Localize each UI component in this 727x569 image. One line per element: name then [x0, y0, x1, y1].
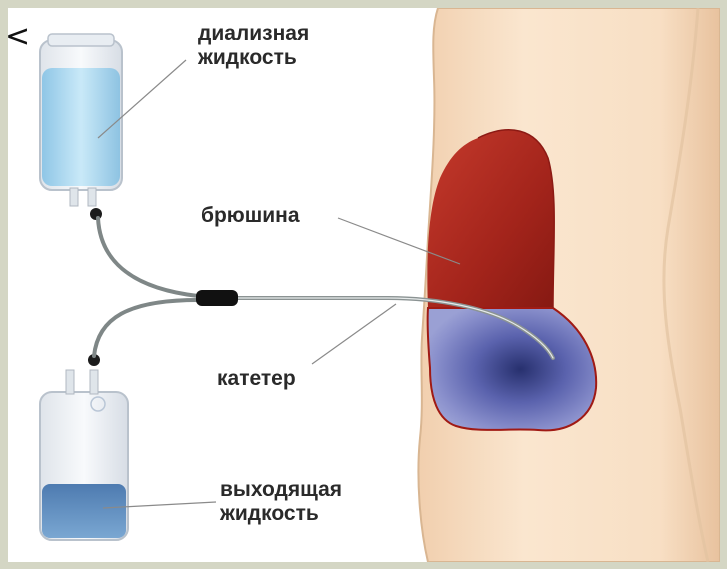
tube-connector: [196, 290, 238, 306]
diagram-frame: <: [8, 8, 720, 562]
label-outflow-fluid-line2: жидкость: [220, 502, 342, 526]
leader-line-catheter: [312, 304, 396, 364]
dialysis-illustration: [8, 8, 720, 562]
label-outflow-fluid: выходящая жидкость: [220, 478, 342, 526]
abdominal-fluid: [428, 308, 597, 430]
label-outflow-fluid-line1: выходящая: [220, 478, 342, 502]
label-dialysis-fluid-line2: жидкость: [198, 46, 309, 70]
label-catheter: катетер: [217, 367, 296, 391]
label-peritoneum: брюшина: [201, 204, 300, 228]
label-dialysis-fluid-line1: диализная: [198, 22, 309, 46]
label-dialysis-fluid: диализная жидкость: [198, 22, 309, 70]
outflow-fluid-bag: [40, 354, 128, 540]
